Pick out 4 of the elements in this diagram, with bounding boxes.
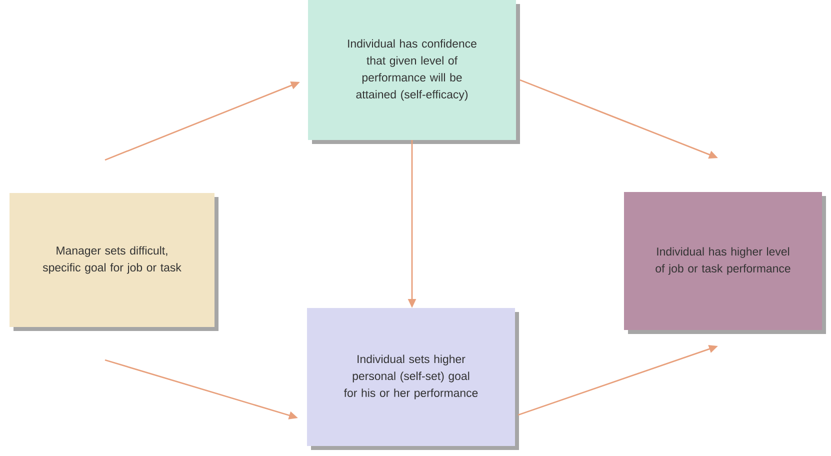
process-box: Individual has confidence that given level of performance will be attained (self-efficacy) (308, 0, 520, 144)
process-box: Individual sets higher personal (self-set) goal for his or her performance (307, 308, 519, 450)
process-box: Individual has higher level of job or task performance (624, 192, 826, 334)
process-box: Manager sets difficult, specific goal for job or task (10, 193, 218, 331)
